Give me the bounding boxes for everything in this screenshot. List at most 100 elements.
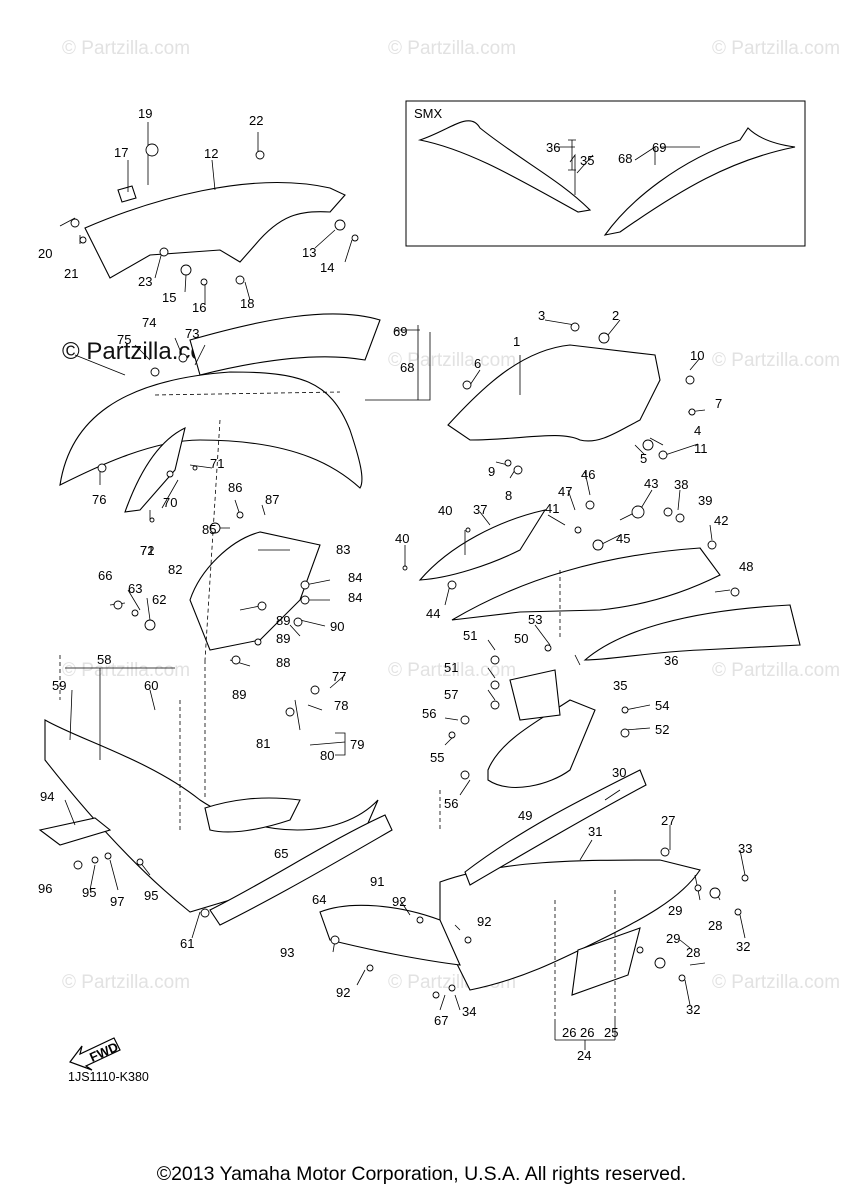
callout: 75 [117, 332, 131, 347]
callout: 12 [204, 146, 218, 161]
decal-26 [571, 927, 641, 996]
callout: 66 [98, 568, 112, 583]
callout: 26 [580, 1025, 594, 1040]
callout-labels: 1 2 3 4 5 6 7 8 9 10 11 12 13 14 15 16 1… [38, 106, 753, 1063]
callout: 30 [612, 765, 626, 780]
callout: 91 [370, 874, 384, 889]
callout: 80 [320, 748, 334, 763]
callout: 5 [640, 451, 647, 466]
callout: 67 [434, 1013, 448, 1028]
callout: 68 [400, 360, 414, 375]
callout: 89 [276, 631, 290, 646]
callout: 95 [144, 888, 158, 903]
callout: 51 [444, 660, 458, 675]
callout: 42 [714, 513, 728, 528]
watermark: © Partzilla.com [388, 38, 517, 59]
callout: 89 [232, 687, 246, 702]
watermark: © Partzilla.com [62, 38, 191, 59]
callout: 85 [202, 522, 216, 537]
watermark: © Partzilla.com [712, 972, 841, 993]
callout: 50 [514, 631, 528, 646]
diagram-code: 1JS1110-K380 [68, 1070, 149, 1084]
callout: 18 [240, 296, 254, 311]
callout: 92 [336, 985, 350, 1000]
inner-fairing-82 [189, 531, 321, 651]
callout: 32 [736, 939, 750, 954]
callout: 27 [661, 813, 675, 828]
callout: 76 [92, 492, 106, 507]
bracket-94 [38, 817, 112, 846]
callout: 13 [302, 245, 316, 260]
callout: 53 [528, 612, 542, 627]
callout: 58 [97, 652, 111, 667]
fwd-label: FWD [87, 1039, 120, 1065]
callout: 34 [462, 1004, 476, 1019]
callout: 16 [192, 300, 206, 315]
callout: 36 [664, 653, 678, 668]
callout: 35 [613, 678, 627, 693]
decal-69 [189, 313, 381, 376]
callout: 70 [163, 495, 177, 510]
callout: 1 [513, 334, 520, 349]
callout-brackets [335, 139, 576, 756]
callout: 7 [715, 396, 722, 411]
callout: 2 [612, 308, 619, 323]
callout: 62 [152, 592, 166, 607]
inner-panel-91 [319, 904, 461, 966]
callout: 57 [444, 687, 458, 702]
callout: 47 [558, 484, 572, 499]
callout: 56 [444, 796, 458, 811]
callout: 79 [350, 737, 364, 752]
callout: 44 [426, 606, 440, 621]
callout: 77 [332, 669, 346, 684]
callout: 11 [694, 441, 708, 456]
callout: 9 [488, 464, 495, 479]
inner-panel-70 [124, 427, 186, 513]
air-duct-49 [487, 699, 596, 788]
callout: 69 [393, 324, 407, 339]
callout: 28 [686, 945, 700, 960]
callout: 25 [604, 1025, 618, 1040]
smx-decal-right [603, 127, 796, 236]
callout: 87 [265, 492, 279, 507]
tail-cowl-12 [84, 182, 346, 279]
callout: 39 [698, 493, 712, 508]
callout: 65 [274, 846, 288, 861]
callout: 14 [320, 260, 334, 275]
callout: 84 [348, 570, 362, 585]
callout: 72 [140, 543, 154, 558]
callout: 23 [138, 274, 152, 289]
callout: 92 [392, 894, 406, 909]
watermark: © Partzilla.com [712, 38, 841, 59]
callout: 97 [110, 894, 124, 909]
callout: 71 [210, 456, 224, 471]
callout: 93 [280, 945, 294, 960]
callout: 28 [708, 918, 722, 933]
callout: 56 [422, 706, 436, 721]
watermark: © Partzilla.com [712, 350, 841, 371]
trim-strip-30 [464, 769, 647, 886]
callout: 82 [168, 562, 182, 577]
watermark: © Partzilla.com [712, 660, 841, 681]
fasteners [70, 143, 749, 999]
watermark: © Partzilla.com [388, 350, 517, 371]
under-cowl-right [439, 859, 701, 991]
callout: 95 [82, 885, 96, 900]
decal-36 [583, 604, 801, 661]
callout: 84 [348, 590, 362, 605]
side-panel-37 [418, 509, 547, 581]
callout: 63 [128, 581, 142, 596]
callout: 10 [690, 348, 704, 363]
smx-decal-left [417, 120, 592, 213]
callout: 90 [330, 619, 344, 634]
trim-strip-64 [209, 814, 393, 926]
callout: 6 [474, 356, 481, 371]
callout: 78 [334, 698, 348, 713]
callout: 83 [336, 542, 350, 557]
callout: 52 [655, 722, 669, 737]
callout: 8 [505, 488, 512, 503]
callout: 41 [545, 501, 559, 516]
callout: 68 [618, 151, 632, 166]
callout: 69 [652, 140, 666, 155]
callout: 81 [256, 736, 270, 751]
